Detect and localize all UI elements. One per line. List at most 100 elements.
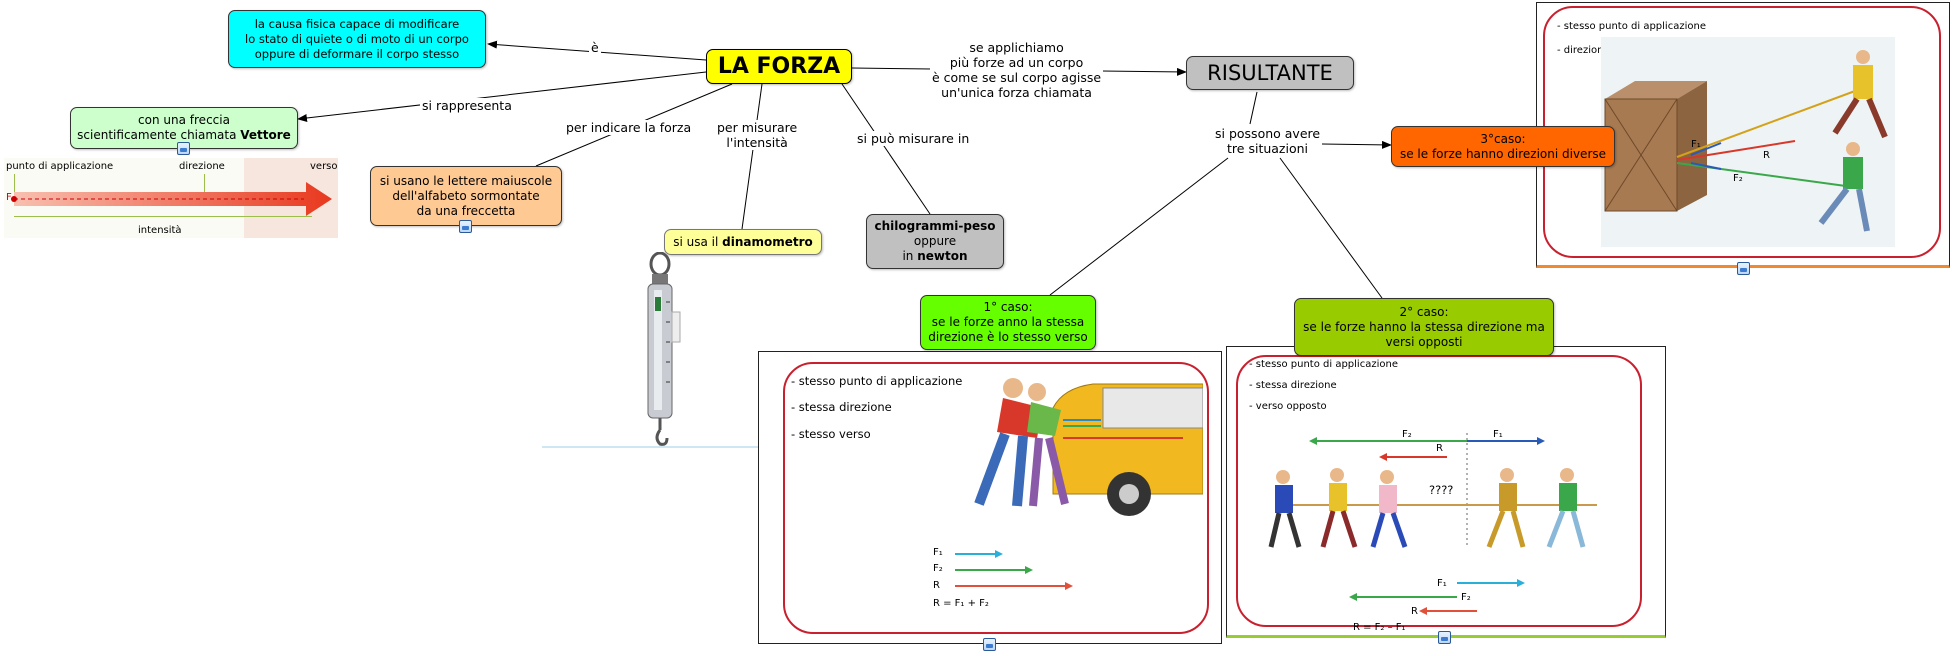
node-la-forza[interactable]: LA FORZA (706, 49, 852, 84)
definition-line-3: oppure di deformare il corpo stesso (254, 46, 460, 61)
caso2-line-2: se le forze hanno la stessa direzione ma (1303, 319, 1545, 334)
label-per-indicare: per indicare la forza (564, 120, 694, 135)
caso1-bullet-3: - stesso verso (791, 427, 871, 441)
caso1-illustration (974, 378, 1203, 516)
caso1-line-1: 1° caso: (983, 300, 1033, 314)
caso1-r: R (933, 580, 940, 591)
vector-f-label: F (6, 192, 12, 203)
caso2-f1-bottom: F₁ (1437, 578, 1447, 589)
node-dinamometro[interactable]: si usa il dinamometro (664, 229, 822, 255)
definition-line-1: la causa fisica capace di modificare (254, 16, 460, 31)
dinamometro-pre: si usa il (673, 234, 723, 249)
link-situazioni-caso3 (1321, 140, 1392, 149)
lettere-line-3: da una freccetta (416, 203, 516, 218)
caso1-f1: F₁ (933, 547, 943, 558)
vector-verso-label: verso (310, 161, 338, 172)
image-link-icon[interactable] (459, 220, 472, 233)
label-e: è (589, 40, 601, 55)
node-lettere[interactable]: si usano le lettere maiuscole dell'alfab… (370, 166, 562, 226)
caso2-question: ???? (1429, 483, 1454, 497)
link-forza-dinamometro (741, 83, 763, 230)
node-definition[interactable]: la causa fisica capace di modificare lo … (228, 10, 486, 68)
caso3-line-2: se le forze hanno direzioni diverse (1399, 146, 1607, 161)
vettore-line-2: scientificamente chiamata Vettore (77, 128, 291, 143)
link-risultante-situazioni (1249, 91, 1258, 125)
label-se-applichiamo-1: se applichiamo (969, 40, 1064, 55)
caso2-r-bottom: R (1411, 606, 1418, 617)
lettere-line-2: dell'alfabeto sormontate (392, 188, 540, 203)
la-forza-title: LA FORZA (717, 53, 841, 79)
link-forza-vettore (297, 71, 707, 122)
dynamometer-image (542, 252, 778, 448)
caso2-formula: R = F₂ – F₁ (1353, 622, 1406, 633)
dinamometro-bold: dinamometro (722, 234, 813, 249)
label-si-possono-2: tre situazioni (1227, 141, 1309, 156)
label-si-possono-1: si possono avere (1215, 126, 1321, 141)
unita-in: in (902, 249, 918, 263)
caso2-f2-top: F₂ (1402, 429, 1412, 440)
label-se-applichiamo-4: un'unica forza chiamata (941, 85, 1092, 100)
caso3-r: R (1763, 150, 1770, 161)
caso3-line-1: 3°caso: (1480, 131, 1526, 146)
caso1-line-3: direzione è lo stesso verso (928, 330, 1088, 344)
caso2-line-1: 2° caso: (1399, 304, 1449, 319)
image-link-icon[interactable] (177, 142, 190, 155)
image-link-icon[interactable] (983, 638, 996, 651)
unita-line-3: in newton (902, 249, 967, 264)
vector-direzione-label: direzione (179, 161, 225, 172)
link-situazioni-caso1 (1049, 157, 1229, 296)
caso2-illustration (1268, 433, 1597, 548)
caso3-f2: F₂ (1733, 173, 1743, 184)
caso2-image-panel: - stesso punto di applicazione - stessa … (1226, 346, 1666, 638)
vector-punto-label: punto di applicazione (6, 161, 114, 172)
label-si-possono: si possono avere tre situazioni (1213, 126, 1323, 156)
vettore-line-2-text: scientificamente chiamata (77, 128, 241, 142)
caso2-line-3: versi opposti (1385, 334, 1463, 349)
caso3-f1: F₁ (1691, 139, 1701, 150)
dinamometro-text: si usa il dinamometro (673, 235, 813, 250)
node-caso1[interactable]: 1° caso: se le forze anno la stessa dire… (920, 295, 1096, 350)
label-se-applichiamo: se applichiamo più forze ad un corpo è c… (930, 40, 1104, 100)
label-per-misurare-2: l'intensità (726, 135, 788, 150)
vector-intensita-label: intensità (138, 225, 182, 236)
label-se-applichiamo-3: è come se sul corpo agisse (932, 70, 1102, 85)
caso2-bullet-2: - stessa direzione (1249, 380, 1337, 391)
node-unita[interactable]: chilogrammi-peso oppure in newton (866, 214, 1004, 269)
caso2-f1-top: F₁ (1493, 429, 1503, 440)
vector-arrow (11, 182, 332, 216)
node-caso3[interactable]: 3°caso: se le forze hanno direzioni dive… (1391, 126, 1615, 167)
vector-image: punto di applicazione direzione verso F … (4, 158, 338, 238)
vettore-bold: Vettore (240, 128, 291, 142)
dynamometer-drawing (647, 252, 681, 446)
label-per-misurare-1: per misurare (717, 120, 798, 135)
caso1-image-panel: - stesso punto di applicazione - stessa … (758, 351, 1222, 644)
link-situazioni-caso2 (1279, 157, 1383, 299)
caso1-vector-arrows (955, 550, 1073, 590)
caso1-bullet-1: - stesso punto di applicazione (791, 374, 963, 388)
vettore-line-1: con una freccia (138, 113, 230, 127)
image-link-icon[interactable] (1438, 631, 1451, 644)
unita-mid: oppure (913, 234, 957, 248)
caso2-r-top: R (1436, 443, 1443, 454)
label-se-applichiamo-2: più forze ad un corpo (949, 55, 1084, 70)
caso2-bullet-1: - stesso punto di applicazione (1249, 359, 1398, 370)
caso1-f2: F₂ (933, 563, 943, 574)
risultante-title: RISULTANTE (1207, 61, 1333, 85)
label-per-misurare: per misurare l'intensità (715, 120, 800, 150)
caso3-bullet-1: - stesso punto di applicazione (1557, 21, 1706, 32)
caso2-f2-bottom: F₂ (1461, 592, 1471, 603)
caso1-frame (783, 362, 1209, 634)
node-caso2[interactable]: 2° caso: se le forze hanno la stessa dir… (1294, 298, 1554, 356)
node-risultante[interactable]: RISULTANTE (1186, 56, 1354, 90)
label-si-rappresenta: si rappresenta (420, 98, 514, 113)
caso1-line-2: se le forze anno la stessa (931, 315, 1085, 329)
caso1-formula: R = F₁ + F₂ (933, 598, 989, 609)
lettere-line-1: si usano le lettere maiuscole (379, 173, 553, 188)
caso2-bullet-3: - verso opposto (1249, 401, 1327, 412)
image-link-icon[interactable] (1737, 262, 1750, 275)
caso2-frame (1236, 355, 1642, 627)
caso1-bullet-2: - stessa direzione (791, 400, 892, 414)
link-forza-unita (841, 83, 931, 215)
caso3-illustration (1601, 37, 1895, 247)
caso2-vector-arrows (1349, 579, 1525, 615)
